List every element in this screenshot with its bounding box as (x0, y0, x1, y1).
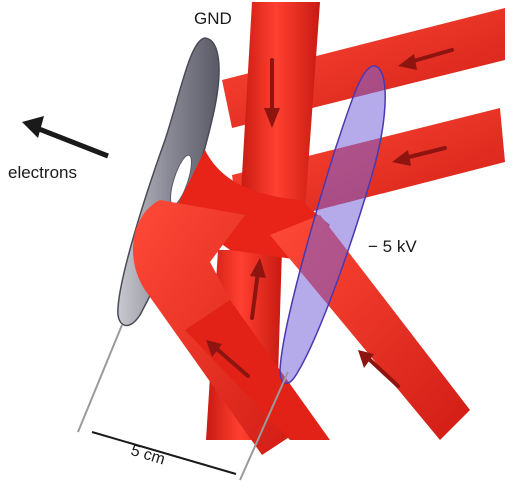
electrons-arrow (28, 123, 109, 159)
flow-arrow-lower-right (358, 350, 400, 388)
beam-vertical-upper (240, 2, 320, 210)
hv-electrode-disk (279, 65, 386, 384)
scale-leader-right (239, 371, 289, 481)
scale-leader-left (77, 324, 123, 433)
gnd-label: GND (194, 9, 232, 28)
electrons-arrow-head (22, 116, 44, 138)
voltage-label: − 5 kV (368, 237, 417, 256)
flow-arrow-middle-right (392, 146, 447, 166)
scale-label: 5 cm (129, 442, 167, 468)
beam-lower-cross (185, 300, 330, 440)
flow-arrow-vertical-down (264, 58, 280, 128)
scale-bar (91, 431, 237, 475)
flow-arrows (206, 48, 454, 388)
flow-arrow-vertical-up (250, 258, 266, 320)
flow-arrow-left-beam (206, 340, 250, 378)
flow-arrow-upper-right (398, 48, 454, 70)
electrons-label: electrons (8, 163, 77, 182)
